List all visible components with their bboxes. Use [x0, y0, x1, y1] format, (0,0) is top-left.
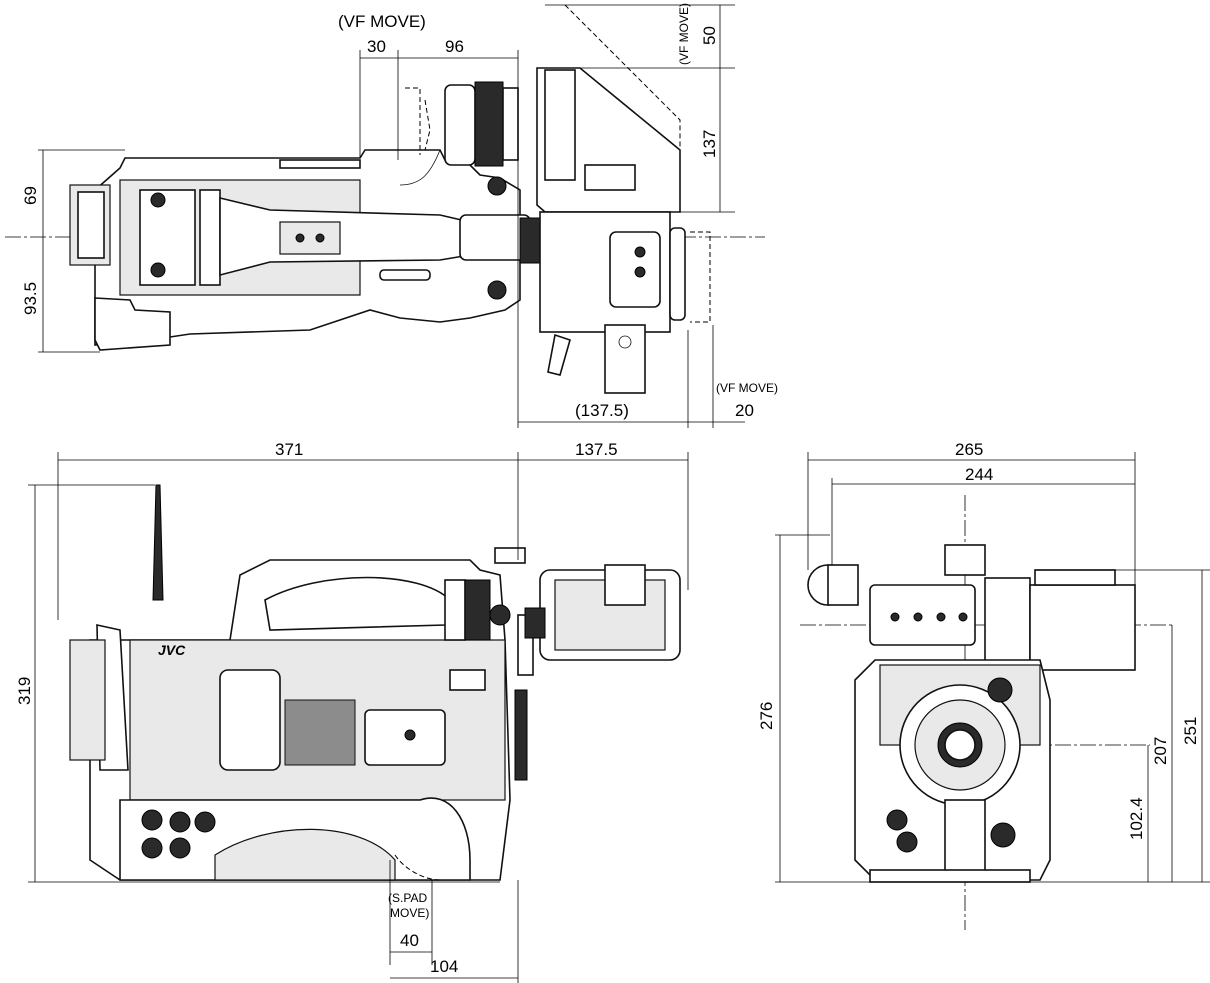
brand-logo: JVC [158, 642, 186, 658]
dim-102-4: 102.4 [1127, 797, 1146, 840]
dim-244: 244 [965, 465, 993, 484]
spad-move-label-1: (S.PAD [388, 891, 427, 905]
vf-move-top-label: (VF MOVE) [338, 12, 426, 31]
dim-207: 207 [1151, 737, 1170, 765]
dim-371: 371 [275, 440, 303, 459]
dim-137-5: 137.5 [575, 440, 618, 459]
dim-69: 69 [21, 186, 40, 205]
spad-move-label-2: MOVE) [390, 906, 429, 920]
dim-319: 319 [15, 677, 34, 705]
vf-move-bottom-label: (VF MOVE) [716, 381, 778, 395]
dim-40: 40 [400, 931, 419, 950]
dim-104: 104 [430, 957, 458, 976]
dim-30: 30 [367, 37, 386, 56]
dim-20: 20 [735, 401, 754, 420]
dim-93-5: 93.5 [21, 282, 40, 315]
dim-96: 96 [445, 37, 464, 56]
dim-276: 276 [757, 702, 776, 730]
side-view: JVC [15, 440, 689, 983]
dim-137-5-paren: (137.5) [575, 401, 629, 420]
front-view: 265 244 276 251 207 102.4 [757, 440, 1210, 930]
dim-251: 251 [1181, 717, 1200, 745]
vf-move-right-label: (VF MOVE) [677, 3, 691, 65]
dim-265: 265 [955, 440, 983, 459]
dim-50: 50 [700, 26, 719, 45]
top-view: (VF MOVE) 30 96 (VF MOVE) 50 137 69 93.5… [5, 3, 778, 428]
dim-137: 137 [700, 130, 719, 158]
